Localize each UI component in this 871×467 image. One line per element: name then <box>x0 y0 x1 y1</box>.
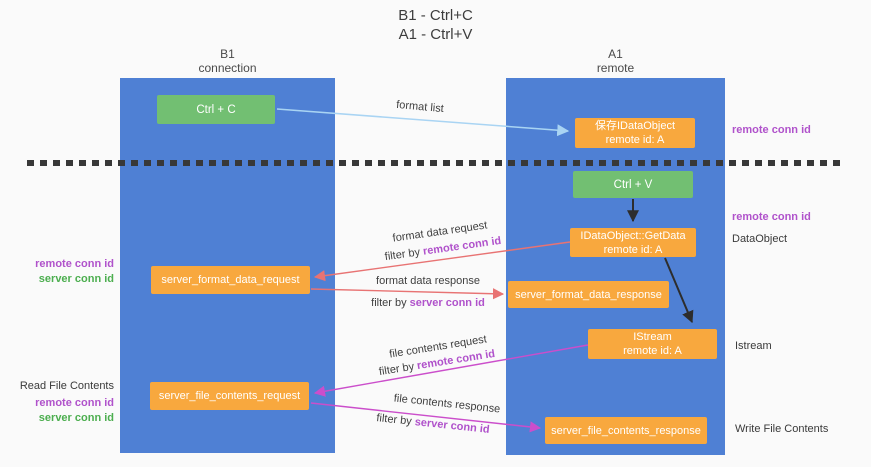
filter-by-text: filter by <box>378 360 416 379</box>
read-file-contents-label: Read File Contents <box>19 380 114 392</box>
lane-b1-subtitle: connection <box>198 61 257 75</box>
lane-a1-name: A1 <box>608 47 623 61</box>
right-remote-conn-id-label-top: remote conn id <box>732 124 811 136</box>
istream-line2: remote id: A <box>623 345 682 357</box>
format-data-response-arrow <box>310 288 505 300</box>
format-data-response-label: format data response <box>376 275 480 287</box>
lane-b1-name: B1 <box>220 47 235 61</box>
lane-header-b1: B1 connection <box>120 47 335 75</box>
server-format-data-response-label: server_format_data_response <box>515 288 662 301</box>
getdata-line2: remote id: A <box>603 243 663 256</box>
save-idataobject-line2: remote id: A <box>605 134 665 146</box>
filter-by-server-conn-id-label-1: filter by server conn id <box>371 297 485 309</box>
node-server-format-data-request: server_format_data_request <box>151 266 310 294</box>
node-istream: IStream remote id: A <box>588 329 717 359</box>
right-remote-conn-id-label-mid: remote conn id <box>732 211 811 223</box>
lane-a1-subtitle: remote <box>596 61 635 75</box>
write-file-contents-label: Write File Contents <box>735 423 829 435</box>
filter-by-text: filter by <box>371 297 407 309</box>
filter-by-server-conn-id-label-2: filter by server conn id <box>376 412 490 436</box>
filter-by-text: filter by <box>384 246 421 264</box>
left-remote-conn-id-label: remote conn id <box>35 258 114 270</box>
node-idataobject-getdata: IDataObject::GetData remote id: A <box>570 228 696 257</box>
server-conn-id-text: server conn id <box>409 297 485 309</box>
save-idataobject-line1: 保存IDataObject <box>594 120 676 132</box>
dashed-divider-line <box>27 160 840 166</box>
left-server-conn-id-label: server conn id <box>38 273 114 285</box>
server-file-contents-request-label: server_file_contents_request <box>158 390 301 402</box>
server-format-data-request-label: server_format_data_request <box>161 274 300 286</box>
node-server-file-contents-response: server_file_contents_response <box>545 417 707 444</box>
node-ctrl-v: Ctrl + V <box>573 171 693 198</box>
file-contents-response-label: file contents response <box>393 392 501 416</box>
node-server-file-contents-request: server_file_contents_request <box>150 382 309 410</box>
left-remote-conn-id-label-2: remote conn id <box>35 397 114 409</box>
server-file-contents-response-label: server_file_contents_response <box>551 424 701 437</box>
lane-header-a1: A1 remote <box>506 47 725 75</box>
getdata-line1: IDataObject::GetData <box>580 229 686 242</box>
istream-margin-label: Istream <box>735 340 772 352</box>
title-line-2: A1 - Ctrl+V <box>398 26 473 43</box>
diagram-title: B1 - Ctrl+C A1 - Ctrl+V <box>0 6 871 44</box>
ctrl-c-label: Ctrl + C <box>196 103 236 116</box>
format-list-label: format list <box>395 98 445 116</box>
istream-line1: IStream <box>633 331 672 343</box>
dataobject-label: DataObject <box>732 233 788 245</box>
node-ctrl-c: Ctrl + C <box>157 95 275 124</box>
server-conn-id-text: server conn id <box>414 416 491 436</box>
left-server-conn-id-label-2: server conn id <box>38 412 114 424</box>
title-line-1: B1 - Ctrl+C <box>398 7 473 24</box>
ctrl-v-label: Ctrl + V <box>613 178 653 191</box>
node-server-format-data-response: server_format_data_response <box>508 281 669 308</box>
node-save-idataobject: 保存IDataObject remote id: A <box>575 118 695 148</box>
filter-by-text: filter by <box>375 412 413 428</box>
